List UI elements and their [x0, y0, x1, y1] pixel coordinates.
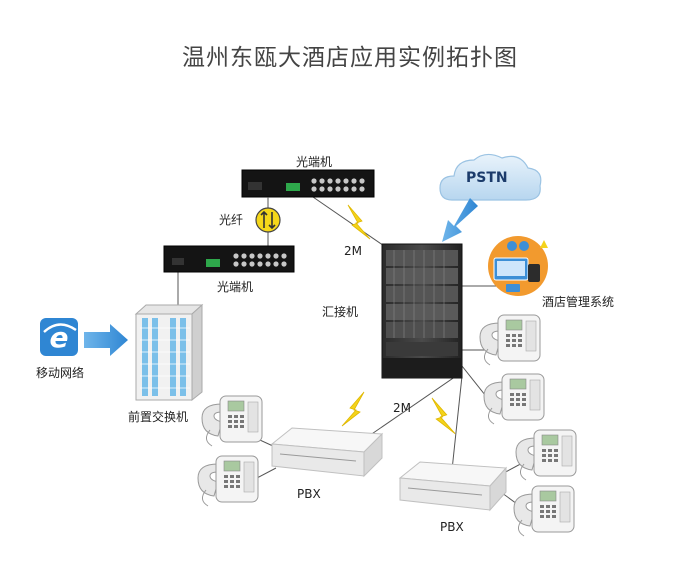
svg-text:e: e	[50, 321, 69, 354]
mobile-label: 移动网络	[36, 366, 85, 380]
hotel-system-label: 酒店管理系统	[542, 295, 615, 309]
phone-icon-6	[513, 485, 575, 537]
switch-rack	[381, 243, 463, 379]
link-bottom-label: 2M	[393, 401, 411, 415]
front-switch-cabinet	[134, 303, 204, 402]
lightning-icon-left	[341, 391, 365, 427]
phone-icon-2	[483, 373, 545, 425]
optical-top-label: 光端机	[296, 155, 333, 169]
page-title: 温州东瓯大酒店应用实例拓扑图	[182, 45, 518, 71]
phone-icon-3	[201, 395, 263, 447]
mobile-network-icon: e	[40, 318, 78, 356]
pbx-right-label: PBX	[440, 520, 464, 534]
hotel-system-icon	[488, 236, 548, 296]
link-top-label: 2M	[344, 244, 362, 258]
optical-bottom-label: 光端机	[217, 280, 254, 294]
fiber-label: 光纤	[219, 213, 244, 227]
lightning-icon-right	[431, 397, 456, 435]
pbx-left-label: PBX	[297, 487, 321, 501]
optical-transceiver-top	[241, 169, 375, 198]
fiber-link-icon	[255, 197, 281, 246]
front-switch-label: 前置交换机	[128, 410, 189, 424]
pbx-box-left	[270, 427, 384, 478]
pbx-box-right	[398, 461, 508, 512]
mobile-arrow	[84, 324, 128, 356]
phone-icon-1	[479, 314, 541, 366]
pstn-arrow	[442, 198, 478, 242]
phone-icon-5	[515, 429, 577, 481]
pstn-label: PSTN	[466, 170, 508, 186]
switch-label: 汇接机	[322, 305, 359, 319]
pstn-cloud	[439, 153, 542, 201]
phone-icon-4	[197, 455, 259, 507]
optical-transceiver-bottom	[163, 245, 295, 273]
